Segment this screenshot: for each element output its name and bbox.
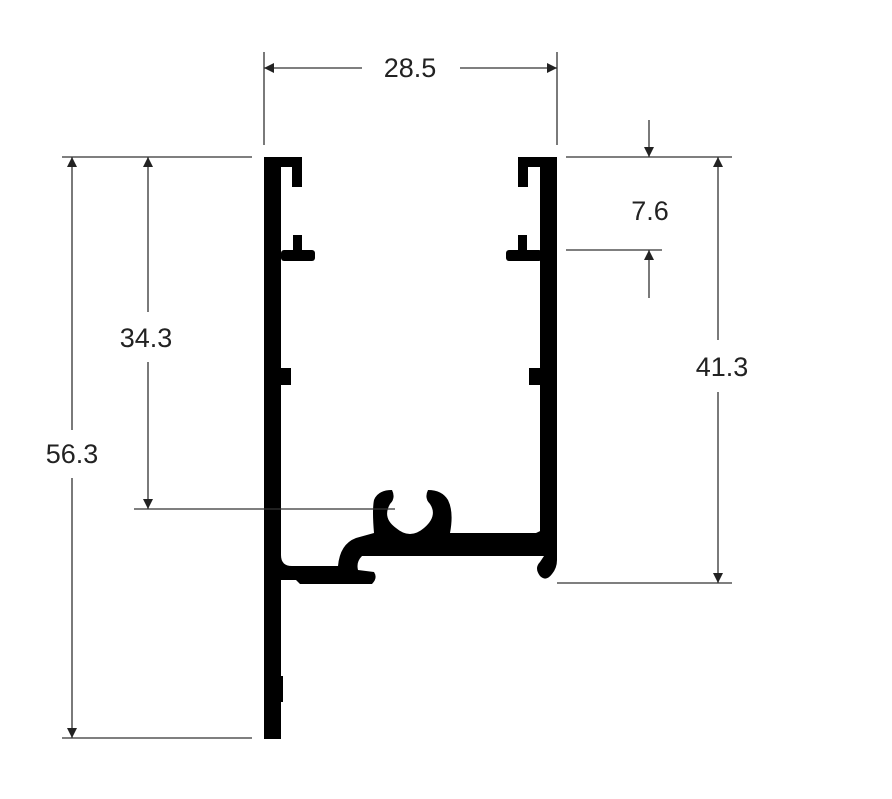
left-top-hook — [264, 157, 302, 167]
right-top-hook-lip — [518, 157, 528, 187]
right-mid-nub — [529, 368, 540, 385]
lip-height-label: 7.6 — [631, 196, 669, 226]
left-mid-nub — [281, 368, 291, 385]
left-upper-tab-post — [293, 235, 302, 253]
width-label: 28.5 — [384, 53, 437, 83]
left-upper-tab — [281, 250, 315, 261]
inner-depth-label: 34.3 — [120, 323, 173, 353]
left-wall — [264, 157, 281, 739]
aluminium-profile — [264, 157, 557, 739]
right-top-hook — [518, 157, 557, 167]
channel-height-label: 41.3 — [696, 352, 749, 382]
right-upper-tab-post — [518, 235, 527, 253]
right-upper-tab — [506, 250, 542, 261]
right-wall — [540, 157, 557, 553]
overall-height-label: 56.3 — [46, 439, 99, 469]
left-top-hook-lip — [292, 157, 302, 187]
left-low-nub — [276, 676, 283, 702]
bottom-channel — [281, 490, 557, 584]
dimension-lines — [62, 52, 732, 739]
